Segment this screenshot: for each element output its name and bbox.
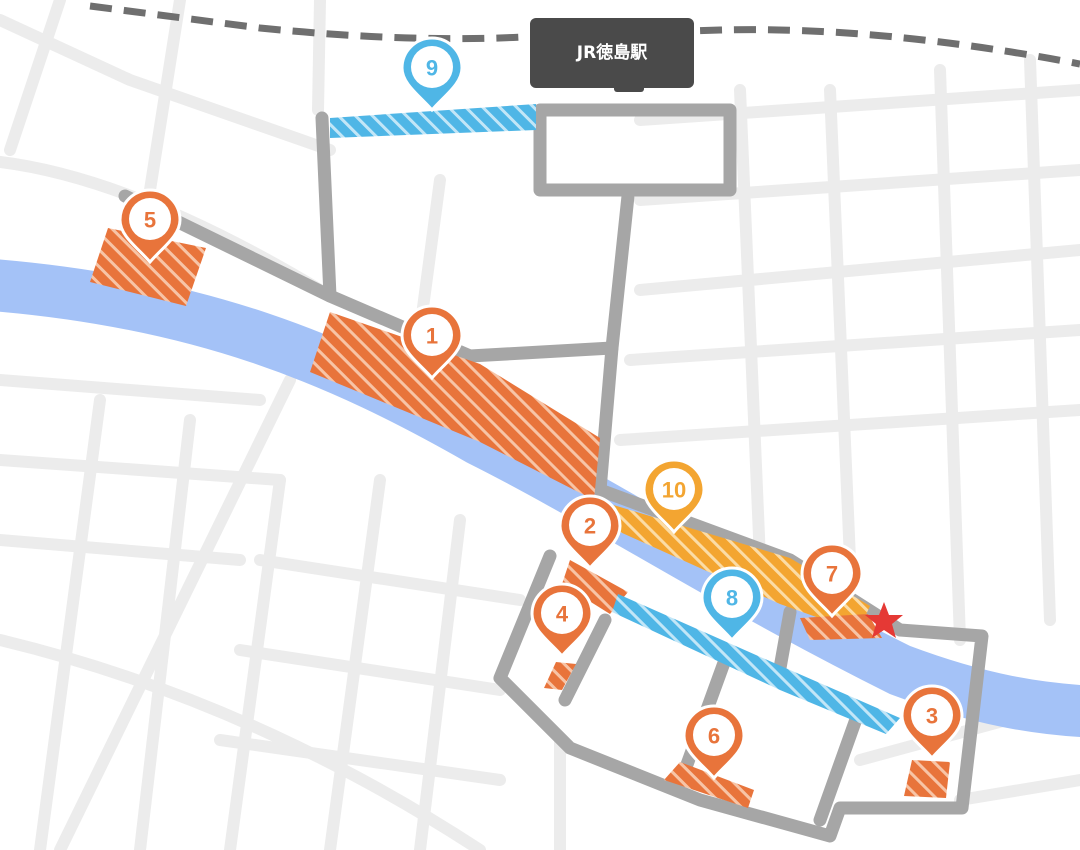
pin-label: 4: [556, 602, 569, 627]
pin-10[interactable]: 10: [642, 458, 706, 535]
pin-inner-circle: [811, 552, 853, 594]
pin-label: 3: [926, 704, 938, 729]
zone-7: [800, 614, 882, 640]
zone-8: [612, 594, 900, 734]
pin-inner-circle: [693, 714, 735, 756]
railway-line: [89, 2, 1080, 68]
pin-2[interactable]: 2: [558, 494, 622, 571]
pin-5[interactable]: 5: [118, 188, 182, 265]
zone-9: [330, 104, 536, 138]
location-pins: 1 2 3 4 5 6 7 8 9 10: [118, 36, 964, 781]
pin-inner-circle: [411, 314, 453, 356]
pin-label: 6: [708, 724, 720, 749]
zone-2: [562, 560, 628, 614]
pin-8[interactable]: 8: [700, 566, 764, 643]
pin-inner-circle: [711, 576, 753, 618]
pin-7[interactable]: 7: [800, 542, 864, 619]
zone-1: [310, 312, 600, 500]
pin-label: 2: [584, 514, 596, 539]
pin-3[interactable]: 3: [900, 684, 964, 761]
pin-inner-circle: [911, 694, 953, 736]
pin-label: 1: [426, 324, 438, 349]
pin-label: 7: [826, 562, 838, 587]
zone-4: [544, 662, 576, 690]
pin-label: 9: [426, 56, 438, 81]
zone-3: [904, 760, 950, 798]
pin-4[interactable]: 4: [530, 582, 594, 659]
pin-label: 5: [144, 208, 156, 233]
pin-inner-circle: [129, 198, 171, 240]
pin-inner-circle: [569, 504, 611, 546]
pin-label: 10: [662, 478, 686, 503]
zone-6: [664, 762, 754, 808]
station-marker[interactable]: JR徳島駅: [530, 18, 694, 92]
pin-inner-circle: [541, 592, 583, 634]
station-label: JR徳島駅: [576, 42, 648, 63]
station-box: [530, 18, 694, 88]
pin-6[interactable]: 6: [682, 704, 746, 781]
pin-label: 8: [726, 586, 738, 611]
pin-inner-circle: [411, 46, 453, 88]
pin-1[interactable]: 1: [400, 304, 464, 381]
star-icon[interactable]: [865, 602, 903, 638]
pin-9[interactable]: 9: [400, 36, 464, 113]
zone-5: [90, 228, 206, 306]
pin-inner-circle: [653, 468, 695, 510]
